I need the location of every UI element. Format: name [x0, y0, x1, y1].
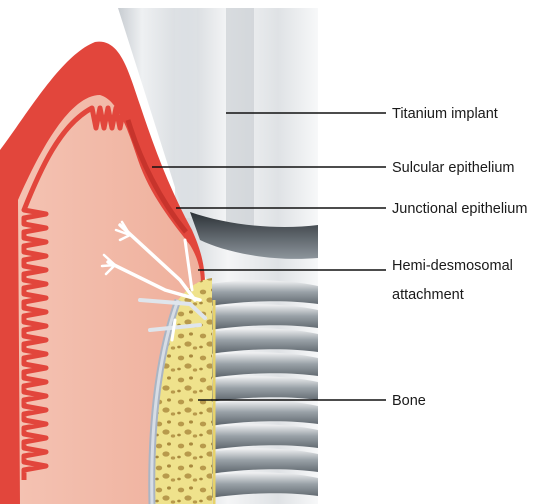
implant-threads	[210, 280, 318, 498]
label-bone: Bone	[392, 393, 426, 409]
label-sulcular-epithelium: Sulcular epithelium	[392, 160, 515, 176]
label-junctional-epithelium: Junctional epithelium	[392, 201, 527, 217]
label-titanium-implant: Titanium implant	[392, 106, 498, 122]
label-hemi-desmosomal-line2: attachment	[392, 287, 464, 303]
label-hemi-desmosomal-line1: Hemi-desmosomal	[392, 258, 513, 274]
